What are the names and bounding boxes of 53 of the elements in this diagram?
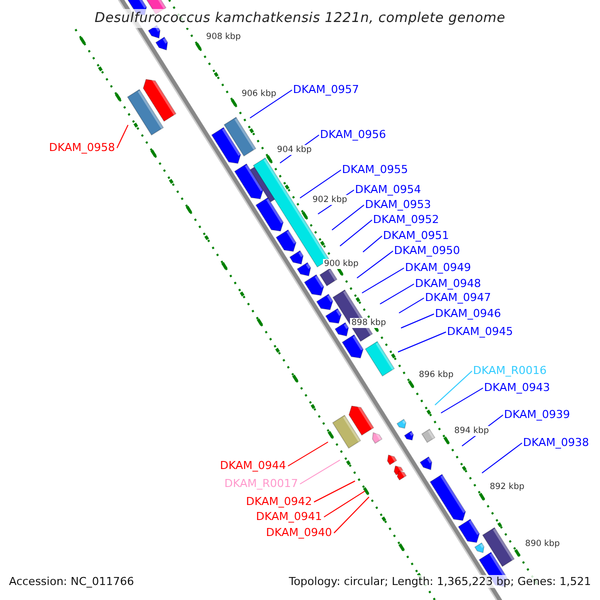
gene-label: DKAM_0939 bbox=[504, 408, 570, 421]
gene-label: DKAM_0949 bbox=[405, 261, 471, 274]
leader-line bbox=[400, 314, 434, 328]
leader-line bbox=[324, 490, 366, 518]
gene-label: DKAM_0953 bbox=[365, 198, 431, 211]
position-tick-label: 898 kbp bbox=[350, 318, 388, 328]
leader-line bbox=[362, 268, 404, 294]
position-tick-label: 894 kbp bbox=[453, 426, 490, 436]
gene-label: DKAM_R0017 bbox=[224, 477, 298, 490]
gene-label: DKAM_0938 bbox=[523, 436, 589, 449]
accession-label: Accession: NC_011766 bbox=[9, 575, 134, 588]
gene-label: DKAM_R0016 bbox=[473, 364, 547, 377]
leader-line bbox=[398, 298, 424, 314]
gene-label: DKAM_0942 bbox=[246, 495, 312, 508]
position-tick-label: 890 kbp bbox=[524, 538, 561, 549]
position-tick-label: 892 kbp bbox=[488, 482, 526, 492]
leader-line bbox=[300, 460, 340, 484]
leader-line bbox=[332, 204, 364, 230]
gene-label: DKAM_0943 bbox=[484, 381, 550, 394]
leader-line bbox=[250, 90, 292, 118]
position-tick-label: 908 kbp bbox=[205, 32, 242, 42]
leader-line bbox=[362, 236, 382, 252]
position-tick-label: 896 kbp bbox=[418, 370, 454, 380]
gene-label: DKAM_0947 bbox=[425, 291, 491, 304]
position-tick-label: 902 kbp bbox=[312, 195, 348, 206]
gene-label: DKAM_0945 bbox=[447, 325, 513, 338]
gene-label: DKAM_0955 bbox=[342, 163, 408, 176]
gene-label: DKAM_0946 bbox=[435, 307, 501, 320]
position-tick-label: 904 kbp bbox=[276, 144, 313, 155]
leader-line bbox=[314, 480, 356, 502]
leader-line bbox=[434, 370, 472, 406]
gene-label: DKAM_0950 bbox=[394, 244, 460, 257]
leader-line bbox=[340, 220, 372, 246]
gene-label: DKAM_0948 bbox=[415, 277, 481, 290]
position-tick-label: 906 kbp bbox=[240, 88, 278, 99]
leader-line bbox=[300, 170, 342, 198]
gene-label: DKAM_0944 bbox=[220, 459, 286, 472]
gene-label: DKAM_0958 bbox=[49, 141, 115, 154]
gene-label: DKAM_0957 bbox=[293, 83, 359, 96]
gene-label: DKAM_0951 bbox=[383, 229, 449, 242]
gene-label: DKAM_0941 bbox=[256, 510, 322, 523]
leader-line bbox=[380, 284, 414, 304]
leader-line bbox=[398, 332, 446, 352]
leader-line bbox=[116, 124, 128, 148]
gene-label: DKAM_0940 bbox=[266, 526, 332, 539]
gene-label: DKAM_0954 bbox=[355, 183, 421, 196]
leader-line bbox=[482, 442, 522, 474]
gene-label: DKAM_0952 bbox=[373, 213, 439, 226]
leader-line bbox=[288, 442, 328, 466]
gene-label: DKAM_0956 bbox=[320, 128, 386, 141]
leader-line bbox=[356, 250, 394, 278]
leader-line bbox=[334, 496, 370, 534]
leader-line bbox=[440, 388, 484, 414]
